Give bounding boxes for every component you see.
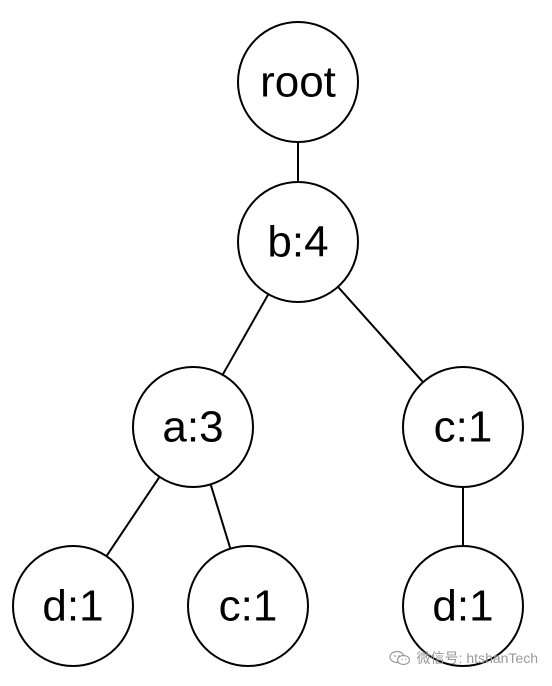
edge-a-c2 [209, 484, 232, 549]
node-c2: c:1 [187, 545, 309, 667]
node-label: c:1 [434, 403, 493, 452]
node-circle [132, 366, 254, 488]
node-circle [402, 366, 524, 488]
watermark-text: 微信号: htshanTech [416, 650, 538, 666]
node-b: b:4 [237, 181, 359, 303]
nodes: root b:4 a:3 c:1 d:1 c:1 d:1 [12, 21, 524, 667]
node-circle [237, 21, 359, 143]
node-circle [187, 545, 309, 667]
node-label: root [260, 58, 336, 107]
edge-b-c1 [337, 286, 424, 383]
node-circle [237, 181, 359, 303]
edge-b-a [221, 293, 270, 376]
node-a: a:3 [132, 366, 254, 488]
node-root: root [237, 21, 359, 143]
node-d1: d:1 [12, 545, 134, 667]
node-d2: d:1 [402, 545, 524, 667]
node-circle [402, 545, 524, 667]
node-label: a:3 [162, 403, 223, 452]
edges [105, 142, 464, 557]
node-circle [12, 545, 134, 667]
node-c1: c:1 [402, 366, 524, 488]
edge-a-d1 [105, 476, 161, 557]
node-label: b:4 [267, 218, 328, 267]
wechat-icon [389, 650, 411, 666]
node-label: c:1 [219, 582, 278, 631]
watermark: 微信号: htshanTech [389, 648, 538, 668]
node-label: d:1 [42, 582, 103, 631]
node-label: d:1 [432, 582, 493, 631]
